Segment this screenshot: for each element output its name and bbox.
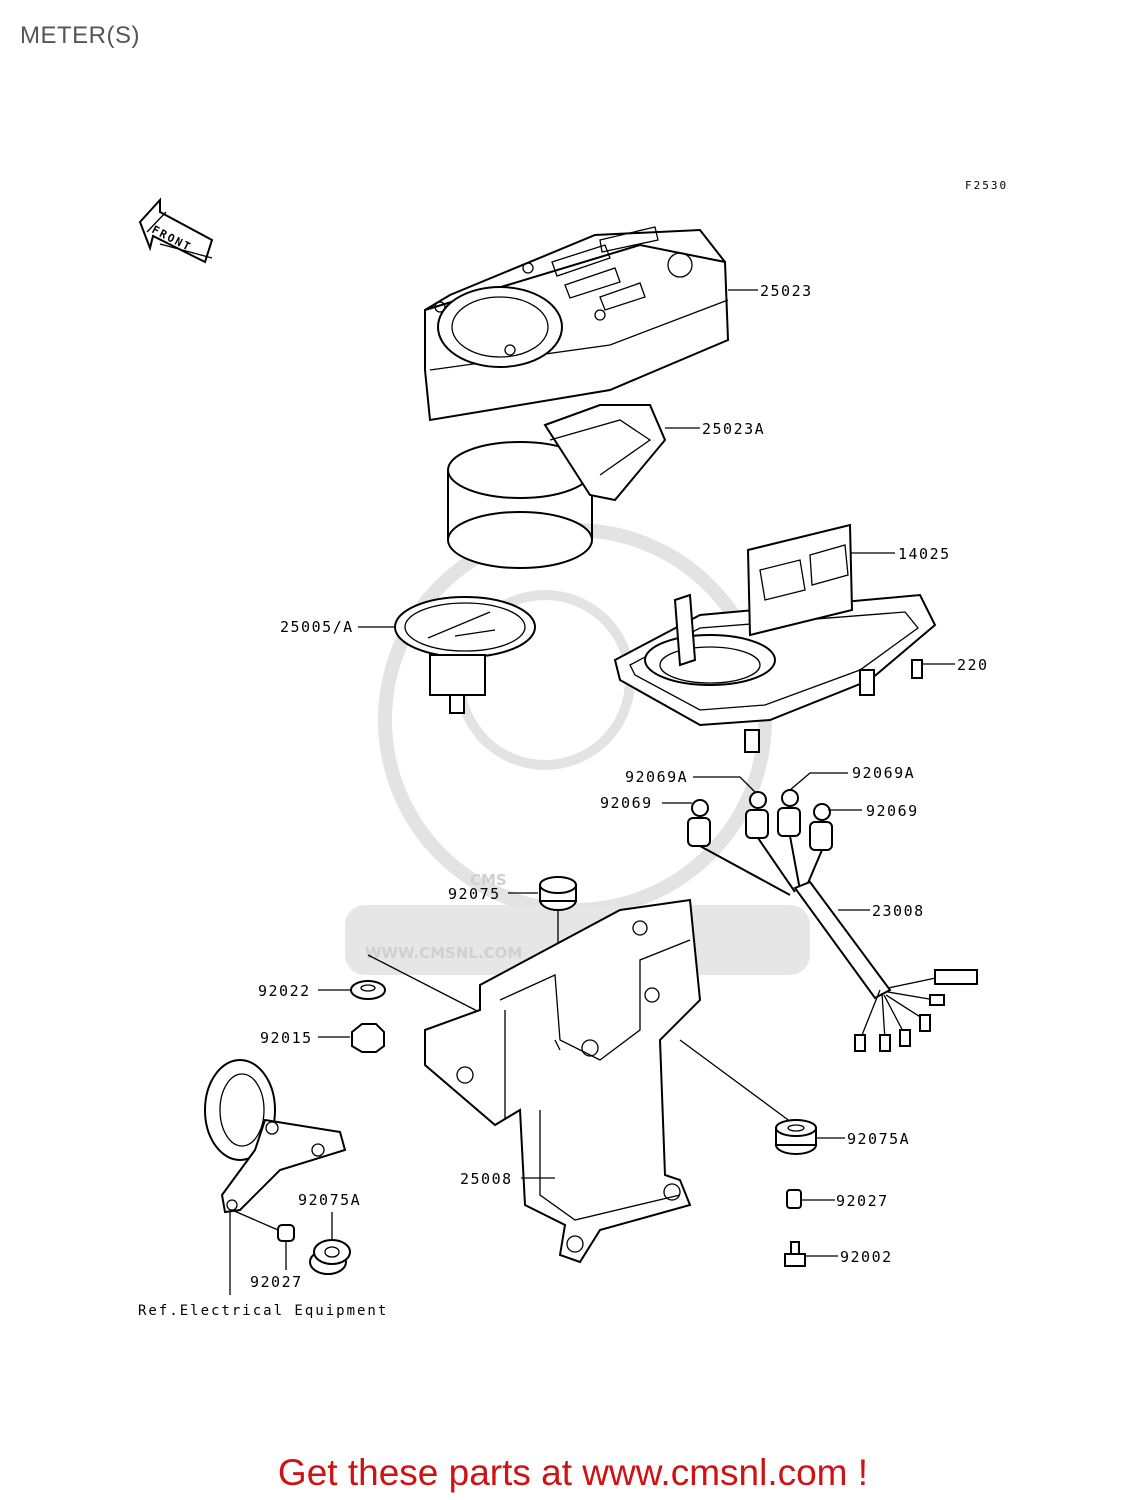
label-92075A-right: 92075A bbox=[847, 1130, 910, 1148]
tachometer-sub-assembly bbox=[204, 1059, 351, 1295]
reference-note: Ref.Electrical Equipment bbox=[138, 1303, 388, 1319]
label-92027-left: 92027 bbox=[250, 1273, 303, 1291]
watermark-logo: CMS bbox=[470, 871, 507, 889]
label-25005A: 25005/A bbox=[280, 618, 354, 636]
front-arrow-icon: FRONT bbox=[138, 197, 214, 264]
speedometer-25005A bbox=[358, 596, 536, 714]
label-25023: 25023 bbox=[760, 282, 813, 300]
lens-25023A bbox=[447, 404, 700, 569]
label-23008: 23008 bbox=[872, 902, 925, 920]
nut-92015-icon bbox=[318, 1023, 385, 1053]
label-92069A-left: 92069A bbox=[625, 768, 688, 786]
bolt-92002-icon bbox=[784, 1241, 838, 1267]
collar-92027-right-icon bbox=[786, 1189, 835, 1209]
label-92075: 92075 bbox=[448, 885, 501, 903]
grommet-92075-icon bbox=[508, 876, 577, 975]
screw-220-icon bbox=[911, 659, 955, 679]
wire-harness-23008 bbox=[699, 835, 978, 1052]
washer-92022-icon bbox=[318, 954, 486, 1016]
label-92069-right: 92069 bbox=[866, 802, 919, 820]
watermark-url: WWW.CMSNL.COM bbox=[365, 944, 522, 962]
meter-case-14025 bbox=[613, 523, 937, 753]
label-92075A-left: 92075A bbox=[298, 1191, 361, 1209]
watermark: CMS WWW.CMSNL.COM bbox=[345, 523, 810, 975]
meter-bracket-25008 bbox=[424, 898, 796, 1264]
meter-cover-25023 bbox=[424, 226, 758, 422]
label-25023A: 25023A bbox=[702, 420, 765, 438]
label-92015: 92015 bbox=[260, 1029, 313, 1047]
label-92022: 92022 bbox=[258, 982, 311, 1000]
label-14025: 14025 bbox=[898, 545, 951, 563]
page-title: METER(S) bbox=[20, 22, 140, 49]
label-25008: 25008 bbox=[460, 1170, 513, 1188]
grommet-92075A-right-icon bbox=[775, 1119, 845, 1155]
label-92069-left: 92069 bbox=[600, 794, 653, 812]
label-92002: 92002 bbox=[840, 1248, 893, 1266]
label-92069A-right: 92069A bbox=[852, 764, 915, 782]
figure-code: F2530 bbox=[965, 179, 1008, 192]
label-220: 220 bbox=[957, 656, 989, 674]
footer-link[interactable]: Get these parts at www.cmsnl.com ! bbox=[277, 1452, 869, 1493]
label-92027-right: 92027 bbox=[836, 1192, 889, 1210]
indicator-bulbs bbox=[662, 772, 862, 851]
